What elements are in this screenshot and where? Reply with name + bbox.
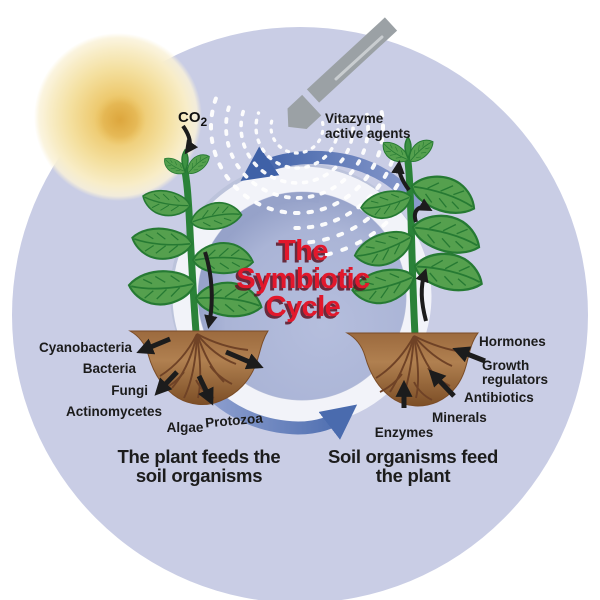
hormones-arrow — [452, 346, 486, 364]
applicator-shaft — [306, 17, 398, 103]
label-enzymes: Enzymes — [375, 425, 434, 440]
label-hormones: Hormones — [479, 334, 546, 349]
root-exudate-right-arrow — [225, 349, 264, 370]
flow-arrows — [136, 124, 486, 408]
caption-right-line2: the plant — [376, 465, 451, 486]
co2-label: CO2 — [178, 109, 208, 129]
label-antibiotics: Antibiotics — [464, 390, 534, 405]
antibiotics-minerals-arrow — [428, 369, 456, 398]
left-plant-bud — [181, 148, 189, 173]
growth-up-arrow-top — [391, 159, 411, 192]
label-growth-line1: Growth — [482, 358, 529, 373]
caption-left-line2: soil organisms — [136, 465, 262, 486]
left-plant — [127, 148, 266, 336]
co2-arrow — [181, 124, 199, 155]
caption-right-line1: Soil organisms feed — [328, 446, 498, 467]
left-roots — [159, 333, 249, 399]
right-plant-stem — [403, 150, 419, 339]
sun — [34, 33, 202, 201]
vitazyme-applicator-arrow — [287, 17, 398, 129]
growth-up-arrow-mid — [413, 198, 433, 223]
cycle-title-line1: The — [278, 235, 328, 267]
applicator-tip — [287, 94, 322, 129]
cycle-title-shadow-line3: Cycle — [263, 294, 338, 326]
cycle-title: The Symbiotic Cycle The Symbiotic Cycle — [234, 235, 371, 326]
cycle-title-line3: Cycle — [266, 291, 341, 323]
protozoa-arrow — [196, 374, 214, 406]
right-plant-bud — [404, 135, 412, 160]
cyanobacteria-arrow — [136, 336, 171, 355]
co2-subscript: 2 — [201, 115, 208, 129]
cycle-title-shadow-line2: Symbiotic — [234, 266, 368, 298]
nutrient-up-arrow — [415, 268, 429, 322]
caption-left-line1: The plant feeds the — [118, 446, 281, 467]
vitazyme-label-line2: active agents — [325, 126, 411, 141]
co2-main: CO — [178, 109, 201, 126]
label-bacteria: Bacteria — [83, 361, 137, 376]
label-algae: Algae — [167, 420, 204, 435]
label-actinomycetes: Actinomycetes — [66, 404, 162, 419]
label-minerals: Minerals — [432, 410, 487, 425]
vitazyme-label-line1: Vitazyme — [325, 111, 384, 126]
sun-core — [94, 94, 146, 146]
label-protozoa: Protozoa — [205, 410, 264, 430]
label-growth-line2: regulators — [482, 372, 548, 387]
right-plant — [348, 134, 489, 339]
spray-droplets-icon — [209, 95, 400, 258]
fungi-arrow — [154, 370, 179, 396]
photosynthate-down-arrow — [203, 251, 218, 330]
cycle-title-line2: Symbiotic — [236, 263, 370, 295]
left-plant-stem — [180, 162, 200, 336]
label-cyanobacteria: Cyanobacteria — [39, 340, 133, 355]
cycle-title-shadow-line1: The — [276, 238, 326, 270]
label-fungi: Fungi — [111, 383, 148, 398]
applicator-highlight — [334, 35, 384, 81]
